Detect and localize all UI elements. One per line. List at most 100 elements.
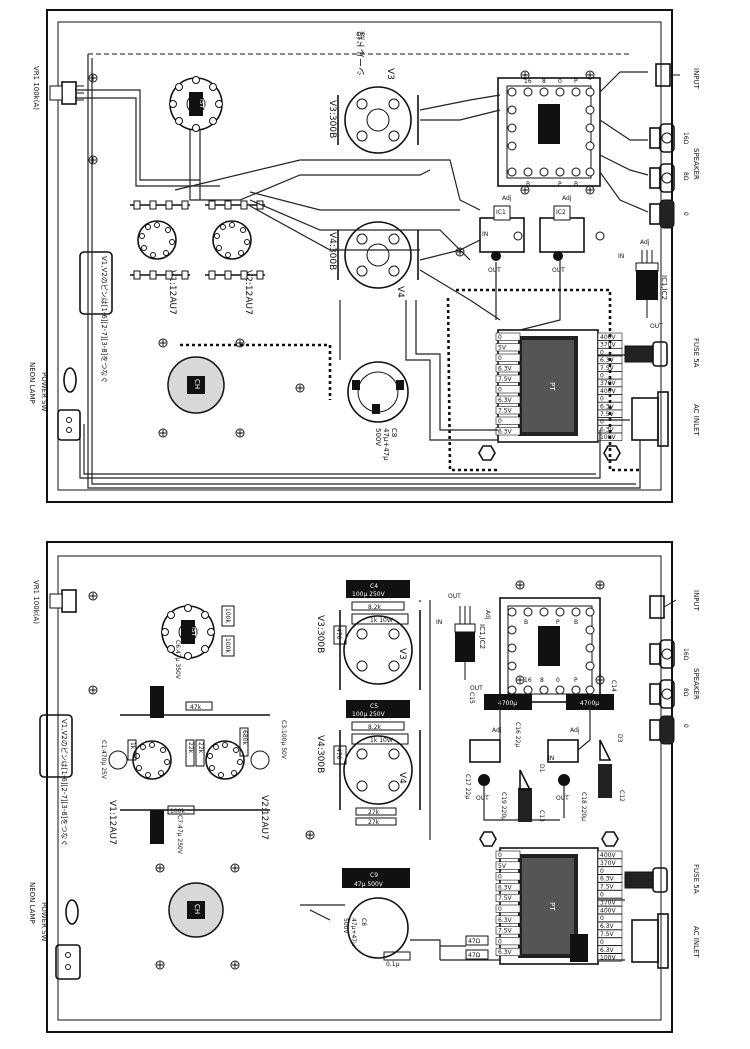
top-v1-socket: V1:12AU7 <box>137 220 177 315</box>
bottom-sp16-label: 16Ω <box>682 648 689 661</box>
pt-tap-box <box>495 893 521 903</box>
bottom-c1-label: C1:470μ 25V <box>100 740 107 780</box>
top-v4-socket: V4 V4:300B <box>327 221 419 298</box>
bottom-c13-label: C13 <box>538 810 545 822</box>
bottom-neon-label: NEON LAMP <box>28 882 36 924</box>
pt-tap-box <box>597 898 623 907</box>
bottom-c-small: 0.1μ <box>386 961 400 968</box>
bottom-opt-pin-p1: P <box>574 677 578 684</box>
top-ic2-adj: Adj <box>562 195 572 202</box>
pt-tap-box <box>495 850 521 859</box>
top-ic-pin-in: IN <box>618 253 624 260</box>
top-opt-label: OPT <box>561 119 569 134</box>
pt-tap-box <box>495 364 521 373</box>
bottom-c15-value: 4700μ <box>498 700 517 707</box>
bottom-c3-label: C3:100μ 50V <box>280 720 287 760</box>
bottom-c8-c9: C9 47μ 500V C8 47μ+47μ 500V 0.1μ 47Ω 47Ω <box>342 868 489 968</box>
bottom-opt: OPT 16 8 0 P B P B <box>499 597 601 703</box>
pt-tap-label: 0 <box>600 373 604 380</box>
pt-tap-box <box>597 850 623 859</box>
bottom-d3-label: D3 <box>616 734 623 743</box>
pt-tap-label: 400V <box>600 852 616 859</box>
top-v2-socket: V2:12AU7 <box>212 220 253 315</box>
pt-tap-box <box>597 921 623 930</box>
bottom-pt-right-taps: 400V370V06.3V7.5V0370V400V06.3V7.5V06.3V… <box>597 850 623 962</box>
pt-tap-label: 0 <box>498 334 502 341</box>
bottom-r-470-b: 470 <box>335 748 342 760</box>
pt-tap-label: 0 <box>600 349 604 356</box>
top-opt-pin-b2: B <box>574 181 578 188</box>
pt-tap-box <box>495 915 521 924</box>
bottom-r-27k-a: 27k <box>368 809 380 816</box>
bottom-r-22k-a: 22k <box>187 742 194 754</box>
top-choke-label: CH <box>193 379 201 389</box>
bottom-opt-pin-p2: P <box>556 619 560 626</box>
bottom-r-47-a: 47Ω <box>468 938 481 945</box>
bottom-r-1k: 1k <box>129 742 136 750</box>
pt-tap-label: 0 <box>498 387 502 394</box>
bottom-r-47-b: 47Ω <box>468 952 481 959</box>
bottom-input-socket-label: IST <box>190 627 197 637</box>
bottom-c4-label: C4 <box>370 583 378 590</box>
pt-tap-box <box>597 858 623 867</box>
pt-tap-box <box>597 937 623 946</box>
top-chassis-outline <box>46 9 673 503</box>
top-screws <box>88 70 595 438</box>
bottom-r-27k-b: 27k <box>368 819 380 826</box>
pt-tap-box <box>495 926 521 935</box>
bottom-opt-pin-0: 0 <box>556 677 560 684</box>
bottom-v3-label: V3:300B <box>315 615 325 653</box>
pt-tap-label: 6.3V <box>600 947 615 954</box>
bottom-r-100k-a: 100k <box>224 608 231 623</box>
top-fuse-label: FUSE 5A <box>692 338 700 368</box>
pt-tap-box <box>495 947 521 957</box>
bottom-c5-value: 100μ 250V <box>352 711 386 718</box>
bottom-r-47k: 47k <box>190 704 202 711</box>
pt-tap-box <box>495 416 521 425</box>
bottom-r-100k-b: 100k <box>224 638 231 653</box>
bottom-c5-label: C5 <box>370 703 378 710</box>
bottom-r-8k2-a: 8.2k <box>368 604 382 611</box>
top-ic1-in: IN <box>482 231 488 238</box>
pt-tap-box <box>495 406 521 415</box>
top-v3-label: V3:300B <box>327 100 337 138</box>
bottom-v4-socket: V4 V4:300B C5 100μ 250V 8.2k 1k 10W 470 … <box>315 700 421 826</box>
pt-tap-box <box>597 953 623 962</box>
bottom-ic2-in: IN <box>548 755 554 762</box>
bottom-v2-label: V2:12AU7 <box>259 795 269 840</box>
pt-tap-box <box>495 343 521 352</box>
pt-tap-label: 5V <box>498 863 507 870</box>
pt-tap-box <box>597 866 623 875</box>
bottom-v3-tag: V3 <box>397 648 407 660</box>
bottom-ic-pin-out: OUT <box>470 685 483 692</box>
pt-tap-box <box>597 890 623 899</box>
pt-tap-box <box>495 332 521 341</box>
bottom-c6-label: C6:47μ 350V <box>174 640 181 680</box>
pt-tap-box <box>597 874 623 883</box>
pt-tap-label: 6.3V <box>498 429 513 436</box>
bottom-c15-label: C15 <box>468 692 475 704</box>
top-c8-volt: 500V <box>374 428 382 446</box>
bottom-c19-label: C19 220μ <box>500 792 507 821</box>
bottom-ic-part: IC1,IC2 <box>478 624 486 649</box>
pt-tap-label: 0 <box>498 355 502 362</box>
top-ic1-label: IC1 <box>496 209 506 216</box>
bottom-pt-label: PT <box>548 902 556 911</box>
top-chassis: シールド線 IST V3 <box>28 9 700 503</box>
pt-tap-label: 6.3V <box>498 884 513 891</box>
bottom-r-1k10w-a: 1k 10W <box>370 617 393 624</box>
pt-tap-label: 7.5V <box>600 931 615 938</box>
top-v1-label: V1:12AU7 <box>167 270 177 315</box>
pt-tap-label: 7.5V <box>600 411 615 418</box>
top-opt-pin-0: 0 <box>558 78 562 85</box>
bottom-chassis: IST 100k 100k V3 V3:300B C4 100μ 250V 8.… <box>28 541 700 1033</box>
bottom-c17-label: C17 22μ <box>464 774 471 799</box>
bottom-right-parts: INPUT 16Ω 8Ω 0 SPEAKER FUSE 5A AC INLET <box>624 590 700 969</box>
bottom-c13-value: 6800μ <box>532 808 539 827</box>
top-wiring <box>75 54 649 489</box>
bottom-c9-value: 47μ 500V <box>354 881 384 888</box>
top-tag-strips <box>130 200 265 280</box>
pt-tap-label: 6.3V <box>600 923 615 930</box>
